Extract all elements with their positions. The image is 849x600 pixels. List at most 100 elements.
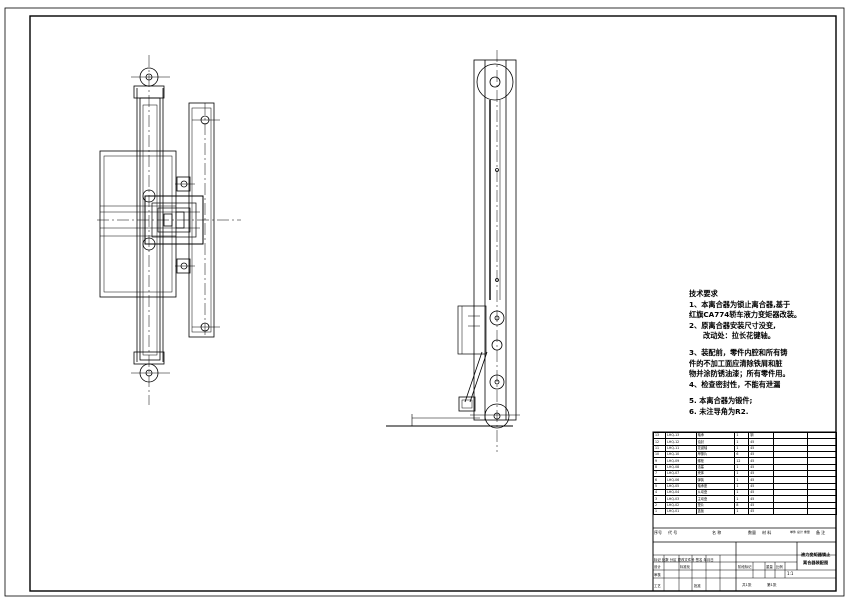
- bom-cell: 螺栓: [695, 457, 736, 465]
- bom-cell: 45: [748, 482, 775, 491]
- approve-label: 批准: [694, 584, 701, 588]
- bom-header-code: 代 号: [668, 530, 678, 535]
- bom-cell: LHQ-06: [665, 476, 697, 484]
- sheet-total: 共1张: [742, 583, 752, 587]
- side-view: [386, 50, 520, 452]
- bom-cell: 轴承座: [695, 482, 736, 491]
- inner-frame: [29, 15, 837, 592]
- bom-cell: 摩擦片: [695, 451, 736, 459]
- bom-cell: 油封: [695, 438, 736, 446]
- bom-cell: LHQ-09: [665, 457, 697, 465]
- process-label: 工艺: [654, 584, 661, 588]
- bom-cell: [773, 457, 809, 465]
- design-label: 设计: [654, 565, 661, 569]
- bom-header-remark: 备 注: [816, 530, 826, 535]
- bom-cell: 45: [748, 463, 775, 472]
- bom-cell: 1: [652, 508, 667, 516]
- bom-cell: [807, 482, 837, 491]
- bom-cell: 45: [748, 489, 775, 497]
- bom-cell: [807, 501, 837, 510]
- bom-cell: 45: [748, 438, 775, 446]
- bom-cell: [807, 457, 837, 465]
- bom-header-weight: 单件 总计 重量: [790, 530, 810, 534]
- bom-cell: 45: [748, 457, 775, 465]
- bom-cell: 轴承: [695, 431, 736, 440]
- bom-cell: [807, 438, 837, 446]
- bom-cell: 1: [734, 508, 750, 516]
- note-line: 1、本离合器为锁止离合器,基于: [689, 299, 791, 309]
- bom-cell: 盖板: [695, 508, 736, 516]
- bom-cell: [807, 431, 837, 440]
- bom-cell: LHQ-11: [665, 444, 697, 453]
- bom-cell: 45: [748, 476, 775, 484]
- bom-cell: [773, 438, 809, 446]
- bom-cell: 45: [748, 451, 775, 459]
- note-line: 3、装配前，零件内腔和所有铸: [689, 347, 788, 357]
- bom-cell: [773, 508, 809, 516]
- bom-cell: 花键轴: [695, 444, 736, 453]
- bom-cell: LHQ-08: [665, 463, 697, 472]
- bom-cell: [807, 470, 837, 478]
- revision-labels: 标记 处数 分区 更改文件号 签名 年月日: [654, 558, 714, 562]
- bom-cell: 45: [748, 470, 775, 478]
- note-line: 改动处：拉长花键轴。: [703, 331, 775, 341]
- bom-cell: 壳体: [695, 470, 736, 478]
- bom-cell: 弹簧: [695, 476, 736, 484]
- note-line: 物并涂防锈油漆；所有零件用。: [689, 369, 790, 379]
- bom-cell: LHQ-10: [665, 451, 697, 459]
- note-line: 4、检查密封性，不能有泄漏: [689, 379, 781, 389]
- drawing-title-line2: 离合器装配图: [803, 560, 829, 565]
- bom-cell: 活塞: [695, 463, 736, 472]
- bom-cell: 垫片: [695, 501, 736, 510]
- bom-cell: [807, 444, 837, 453]
- bom-cell: LHQ-02: [665, 501, 697, 510]
- bom-cell: [773, 470, 809, 478]
- note-line: 5. 本离合器为锻件;: [689, 396, 753, 406]
- note-line: 2、原离合器安装尺寸没变,: [689, 320, 776, 330]
- bom-header-material: 材 料: [762, 530, 772, 535]
- bom-header-no: 序号: [654, 530, 662, 535]
- bom-cell: [807, 451, 837, 459]
- weight-label: 重量: [766, 565, 773, 569]
- bom-cell: LHQ-12: [665, 438, 697, 446]
- bom-cell: 从动盘: [695, 489, 736, 497]
- sheet-number: 第1张: [767, 583, 777, 587]
- check-label: 审核: [654, 573, 661, 577]
- scale-value: 1:1: [787, 571, 794, 576]
- note-line: 件的不加工面应清除铁屑和脏: [689, 358, 783, 368]
- technical-requirements: 技术要求 1、本离合器为锁止离合器,基于 红旗CA774轿车液力变矩器改装。 2…: [689, 289, 839, 418]
- standard-label: 标准化: [680, 565, 691, 569]
- bom-cell: [773, 431, 809, 440]
- bom-cell: LHQ-07: [665, 470, 697, 478]
- bom-cell: 45: [748, 444, 775, 453]
- bom-cell: 45: [748, 495, 775, 503]
- front-view: [97, 55, 241, 405]
- note-line: 红旗CA774轿车液力变矩器改装。: [689, 310, 802, 320]
- outer-border: [4, 7, 845, 597]
- bom-cell: [773, 444, 809, 453]
- bom-cell: LHQ-04: [665, 489, 697, 497]
- bom-cell: [807, 489, 837, 497]
- bom-cell: [807, 463, 837, 472]
- bom-cell: [807, 476, 837, 484]
- bom-cell: [773, 451, 809, 459]
- bom-cell: [773, 489, 809, 497]
- bom-cell: 钢: [748, 431, 775, 440]
- bom-cell: [807, 495, 837, 503]
- bom-cell: [773, 476, 809, 484]
- drawing-title-line1: 液力变矩器锁止: [801, 552, 831, 557]
- bom-cell: 45: [748, 501, 775, 510]
